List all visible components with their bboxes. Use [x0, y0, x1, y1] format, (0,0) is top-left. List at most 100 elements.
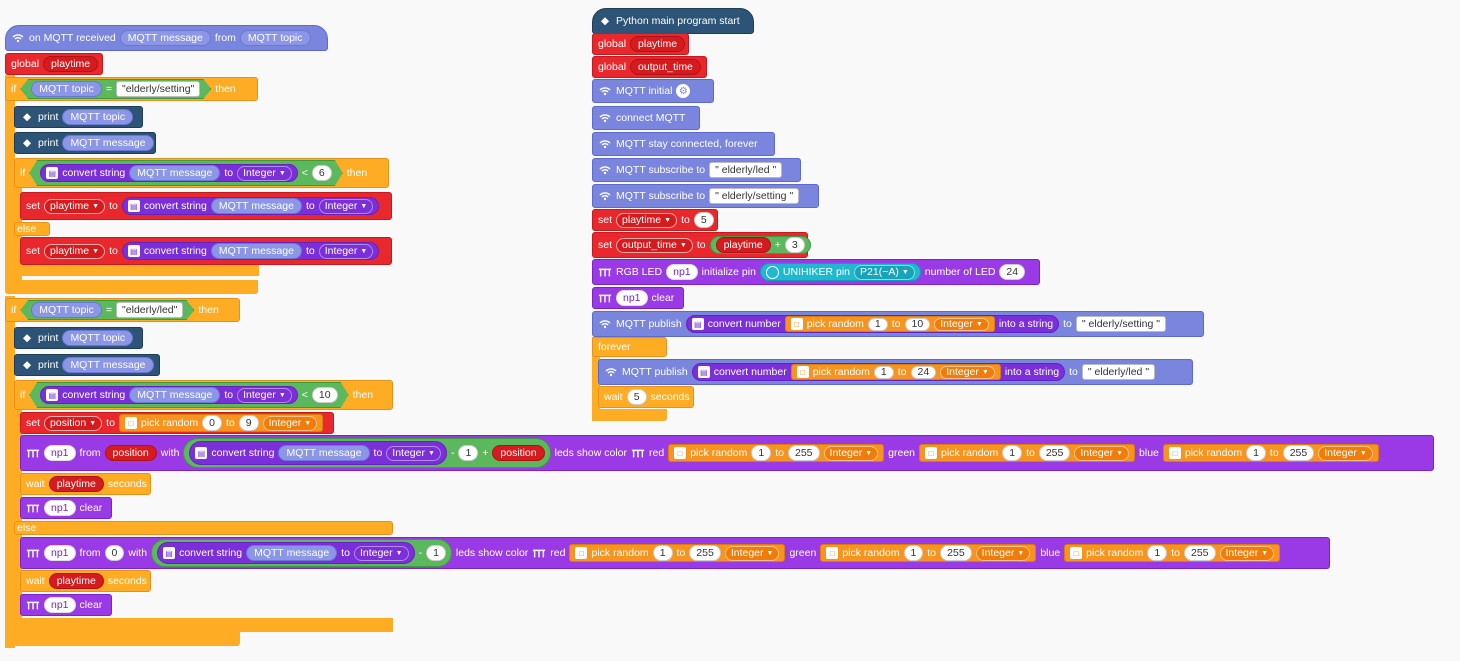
- position-var[interactable]: position: [104, 445, 157, 461]
- pick-random-block[interactable]: □ pick random 1 to 255 Integer▼: [569, 544, 786, 562]
- print-block[interactable]: ◆ print MQTT topic: [14, 106, 143, 128]
- if-block[interactable]: if ▤ convert string MQTT message to Inte…: [14, 158, 389, 188]
- compare-block[interactable]: MQTT topic = "elderly/led": [20, 300, 194, 320]
- number-input[interactable]: 1: [873, 365, 894, 379]
- led-clear-block[interactable]: np1 clear: [20, 594, 112, 616]
- if-block[interactable]: if MQTT topic = "elderly/led" then: [5, 298, 240, 322]
- integer-dropdown[interactable]: Integer▼: [237, 388, 292, 403]
- mqtt-topic-var[interactable]: MQTT topic: [62, 109, 134, 125]
- np1-var[interactable]: np1: [44, 545, 76, 561]
- pick-random-block[interactable]: □ pick random 1 to 10 Integer▼: [784, 316, 995, 332]
- eq-operator[interactable]: =: [105, 83, 113, 95]
- eq-operator[interactable]: =: [105, 304, 113, 316]
- variable-dropdown[interactable]: position▼: [44, 415, 103, 431]
- integer-dropdown[interactable]: Integer▼: [262, 415, 318, 431]
- set-variable-block[interactable]: set output_time▼ to playtime + 3: [592, 232, 811, 258]
- mqtt-message-var[interactable]: MQTT message: [62, 135, 154, 151]
- mqtt-subscribe-block[interactable]: MQTT subscribe to " elderly/led ": [592, 158, 801, 182]
- integer-dropdown[interactable]: Integer▼: [975, 545, 1031, 561]
- number-input[interactable]: 24: [999, 264, 1026, 280]
- integer-dropdown[interactable]: Integer▼: [724, 545, 780, 561]
- mqtt-message-var[interactable]: MQTT message: [278, 445, 370, 461]
- number-input[interactable]: 255: [689, 545, 721, 561]
- wait-block[interactable]: wait playtime seconds: [20, 570, 151, 592]
- global-playtime-block[interactable]: global playtime: [592, 33, 689, 55]
- integer-dropdown[interactable]: Integer▼: [823, 445, 879, 461]
- convert-string-block[interactable]: ▤ convert string MQTT message to Integer…: [157, 542, 415, 564]
- mqtt-topic-param[interactable]: MQTT topic: [239, 30, 311, 46]
- integer-dropdown[interactable]: Integer▼: [1219, 545, 1275, 561]
- number-input[interactable]: 1: [426, 545, 446, 561]
- np1-var[interactable]: np1: [44, 445, 76, 461]
- pick-random-block[interactable]: □ pick random 0 to 9 Integer▼: [118, 414, 324, 432]
- topic-string[interactable]: " elderly/setting ": [709, 188, 800, 204]
- led-range-color-block[interactable]: np1 from position with ▤ convert string …: [20, 435, 1434, 471]
- number-input[interactable]: 5: [693, 212, 714, 228]
- number-input[interactable]: 1: [1002, 445, 1023, 461]
- topic-string[interactable]: " elderly/led ": [1081, 364, 1156, 380]
- mqtt-initial-block[interactable]: MQTT initial ⚙: [592, 79, 714, 103]
- integer-dropdown[interactable]: Integer▼: [353, 545, 409, 561]
- forever-block[interactable]: forever: [592, 337, 667, 357]
- integer-dropdown[interactable]: Integer▼: [1318, 445, 1373, 461]
- variable-dropdown[interactable]: playtime▼: [44, 243, 106, 259]
- np1-var[interactable]: np1: [666, 264, 698, 280]
- mqtt-stay-connected-block[interactable]: MQTT stay connected, forever: [592, 132, 775, 156]
- minus-operator[interactable]: -: [450, 447, 455, 459]
- convert-string-block[interactable]: ▤ convert string MQTT message to Integer…: [189, 441, 447, 465]
- math-expression-block[interactable]: playtime + 3: [709, 236, 811, 254]
- topic-string[interactable]: "elderly/setting": [116, 81, 200, 97]
- integer-dropdown[interactable]: Integer▼: [1074, 445, 1130, 461]
- mqtt-message-param[interactable]: MQTT message: [119, 30, 211, 46]
- print-block[interactable]: ◆ print MQTT topic: [14, 327, 143, 349]
- set-variable-block[interactable]: set playtime▼ to ▤ convert string MQTT m…: [20, 192, 392, 220]
- if-block[interactable]: if MQTT topic = "elderly/setting" then: [5, 77, 258, 101]
- np1-var[interactable]: np1: [44, 597, 76, 613]
- number-input[interactable]: 0: [104, 545, 125, 561]
- variable-dropdown[interactable]: output_time▼: [616, 237, 693, 253]
- plus-operator[interactable]: +: [482, 447, 489, 459]
- number-input[interactable]: 1: [1147, 545, 1168, 561]
- topic-string[interactable]: " elderly/setting ": [1075, 316, 1166, 332]
- python-main-start-block[interactable]: ◆ Python main program start: [592, 8, 754, 34]
- number-input[interactable]: 1: [458, 445, 479, 461]
- compare-block[interactable]: MQTT topic = "elderly/setting": [20, 79, 211, 99]
- pick-random-block[interactable]: □ pick random 1 to 255 Integer▼: [668, 444, 885, 462]
- number-input[interactable]: 10: [312, 387, 338, 403]
- plus-operator[interactable]: +: [774, 239, 781, 251]
- on-mqtt-received-block[interactable]: on MQTT received MQTT message from MQTT …: [5, 25, 328, 51]
- lt-operator[interactable]: <: [301, 389, 308, 401]
- playtime-var[interactable]: playtime: [48, 476, 104, 492]
- convert-string-block[interactable]: ▤ convert string MQTT message to Integer…: [40, 386, 298, 404]
- number-input[interactable]: 255: [1282, 445, 1315, 461]
- mqtt-publish-block[interactable]: MQTT publish ▤ convert number □ pick ran…: [598, 359, 1193, 385]
- gear-icon[interactable]: ⚙: [676, 84, 691, 98]
- integer-dropdown[interactable]: Integer▼: [318, 198, 374, 214]
- mqtt-topic-var[interactable]: MQTT topic: [31, 81, 102, 97]
- led-clear-block[interactable]: np1 clear: [20, 497, 112, 519]
- set-variable-block[interactable]: set position▼ to □ pick random 0 to 9 In…: [20, 412, 334, 434]
- print-block[interactable]: ◆ print MQTT message: [14, 354, 160, 376]
- convert-string-block[interactable]: ▤ convert string MQTT message to Integer…: [40, 164, 298, 182]
- number-input[interactable]: 10: [904, 317, 931, 331]
- number-input[interactable]: 5: [626, 389, 647, 405]
- math-expression-block[interactable]: ▤ convert string MQTT message to Integer…: [151, 539, 452, 567]
- playtime-var[interactable]: playtime: [715, 237, 771, 253]
- number-input[interactable]: 255: [788, 445, 820, 461]
- playtime-var[interactable]: playtime: [43, 56, 99, 72]
- variable-dropdown[interactable]: playtime▼: [44, 198, 106, 214]
- convert-string-block[interactable]: ▤ convert string MQTT message to Integer…: [121, 242, 380, 260]
- topic-string[interactable]: "elderly/led": [116, 302, 183, 318]
- connect-mqtt-block[interactable]: connect MQTT: [592, 106, 700, 130]
- number-input[interactable]: 1: [652, 545, 673, 561]
- mqtt-message-var[interactable]: MQTT message: [246, 545, 338, 561]
- mqtt-message-var[interactable]: MQTT message: [62, 357, 154, 373]
- mqtt-publish-block[interactable]: MQTT publish ▤ convert number □ pick ran…: [592, 311, 1204, 337]
- lt-operator[interactable]: <: [301, 167, 308, 179]
- rgb-led-init-block[interactable]: RGB LED np1 initialize pin UNIHIKER pin …: [592, 259, 1040, 285]
- playtime-var[interactable]: playtime: [48, 573, 104, 589]
- set-variable-block[interactable]: set playtime▼ to ▤ convert string MQTT m…: [20, 237, 392, 265]
- integer-dropdown[interactable]: Integer▼: [940, 365, 995, 379]
- number-input[interactable]: 255: [1183, 545, 1216, 561]
- wait-block[interactable]: wait playtime seconds: [20, 473, 151, 495]
